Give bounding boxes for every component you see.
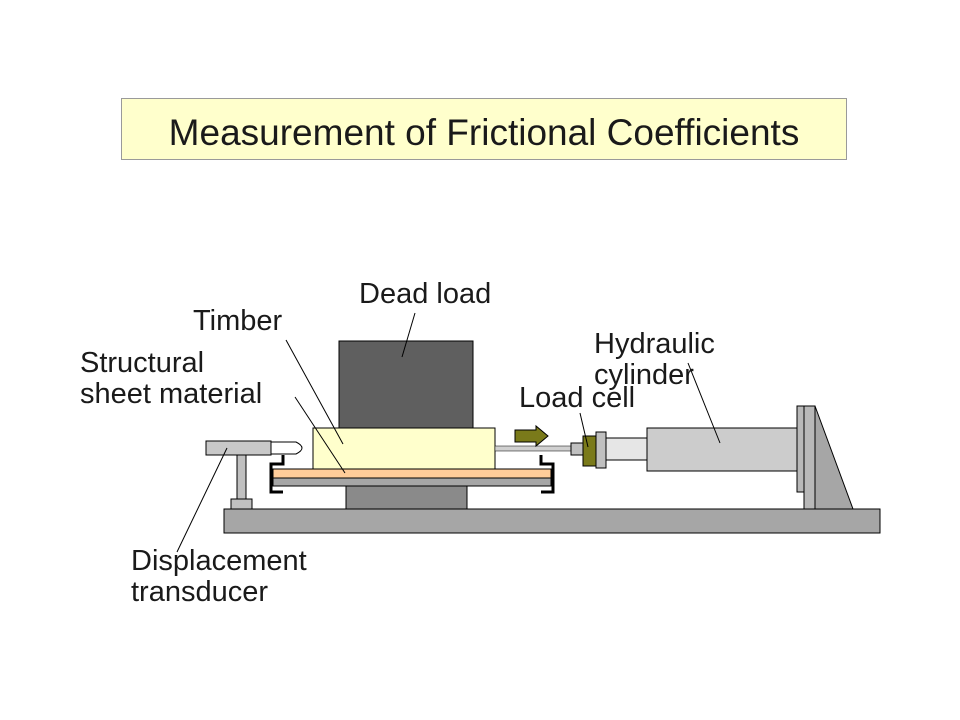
structural-sheet-label-line2: sheet material xyxy=(80,378,263,410)
leader-timber xyxy=(285,339,344,445)
left-bracket xyxy=(269,455,285,494)
load-cell-label: Load cell xyxy=(519,382,636,414)
structural-sheet-label-line1: Structural xyxy=(80,347,205,379)
load-cell-plate xyxy=(595,431,607,469)
hydraulic-cylinder-label: Hydraulic cylinder xyxy=(594,329,715,391)
reaction-post xyxy=(803,405,816,510)
sheet-lower-plate xyxy=(272,477,552,487)
dead-load-block xyxy=(338,340,474,429)
structural-sheet-material xyxy=(272,468,552,479)
transducer-post-foot xyxy=(230,498,253,510)
page-title: Measurement of Frictional Coefficients xyxy=(168,112,800,153)
displacement-transducer-label-line1: Displacement xyxy=(131,545,307,577)
reaction-brace xyxy=(814,405,854,510)
transducer-post xyxy=(236,454,247,502)
transducer-probe xyxy=(270,441,303,455)
title-box xyxy=(121,98,847,160)
hydraulic-cylinder-label-line1: Hydraulic xyxy=(594,328,715,360)
leader-displacement-transducer xyxy=(176,447,228,553)
pull-direction-arrow xyxy=(514,424,549,448)
support-block xyxy=(345,484,468,510)
timber-block xyxy=(312,427,496,470)
hydraulic-cylinder-label-line2: cylinder xyxy=(594,359,694,391)
dead-load-label: Dead load xyxy=(359,278,492,310)
reaction-plate xyxy=(796,405,805,493)
piston-rod xyxy=(605,437,648,461)
pull-rod xyxy=(494,445,576,452)
leader-hydraulic-cylinder xyxy=(687,362,721,444)
leader-dead-load xyxy=(401,312,416,358)
right-bracket xyxy=(539,455,555,494)
base-plate xyxy=(223,508,881,534)
structural-sheet-label: Structural sheet material xyxy=(80,348,262,410)
displacement-transducer-label: Displacement transducer xyxy=(131,546,307,608)
timber-label: Timber xyxy=(193,305,283,337)
displacement-transducer xyxy=(205,440,272,456)
leader-structural-sheet xyxy=(294,396,346,474)
load-cell-connector xyxy=(570,442,584,456)
leader-load-cell xyxy=(579,412,589,448)
load-cell xyxy=(582,435,597,467)
hydraulic-cylinder xyxy=(646,427,798,472)
displacement-transducer-label-line2: transducer xyxy=(131,576,269,608)
